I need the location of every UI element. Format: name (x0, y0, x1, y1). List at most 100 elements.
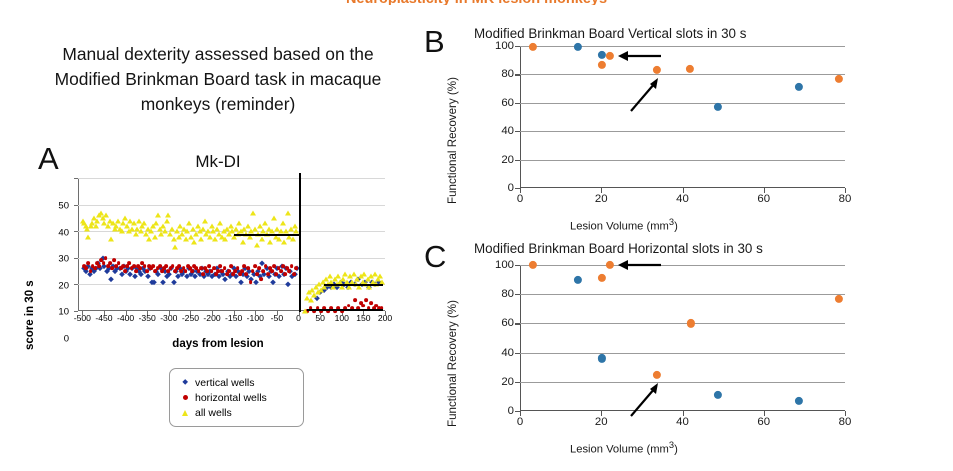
panel-a-data-point (336, 306, 341, 311)
data-point (606, 51, 615, 61)
panel-a-data-point (136, 263, 140, 268)
panel-a-data-point (350, 271, 357, 277)
panel-a-data-point (101, 220, 108, 226)
panel-a-data-point (319, 279, 326, 285)
panel-label-c: C (424, 239, 447, 274)
legend-triangle-marker (179, 409, 191, 416)
panel-a-data-point (374, 303, 379, 308)
x-tick-label: 0 (516, 416, 524, 428)
panel-a-data-point (175, 234, 182, 240)
panel-a-data-point (369, 301, 374, 305)
panel-a-data-point (285, 266, 290, 271)
panel-a-data-point (116, 261, 121, 266)
panel-a-gridline (78, 257, 385, 259)
panel-c-x-label-tail: ) (674, 443, 678, 456)
data-point (834, 294, 843, 303)
panel-a-data-point (163, 218, 170, 224)
panel-a-x-tick-label: -200 (203, 313, 221, 323)
panel-a-data-point (129, 226, 136, 232)
panel-b-x-label-base: Lesion Volume (mm (570, 220, 669, 233)
panel-a-data-point (190, 269, 195, 273)
panel-a-data-point (349, 279, 356, 285)
panel-a-data-point (172, 269, 177, 273)
panel-a-data-point (151, 263, 156, 268)
panel-a-data-point (258, 236, 265, 242)
panel-a-x-tick-label: 100 (334, 313, 349, 323)
panel-y-tick (515, 411, 520, 413)
panel-y-tick (515, 352, 520, 354)
panel-y-tick (515, 74, 520, 76)
panel-a-data-point (82, 223, 89, 229)
panel-gridline (520, 323, 845, 325)
panel-label-b: B (424, 24, 445, 59)
panel-a-y-tick-label: 40 (58, 227, 69, 239)
horizontal-arrow-icon (618, 50, 662, 61)
panel-b-x-axis-label: Lesion Volume (mm3) (570, 217, 678, 233)
panel-x-tick (763, 188, 765, 193)
horizontal-arrow-icon (617, 260, 661, 270)
panel-b-plot-area (515, 42, 847, 193)
panel-a-data-point (194, 223, 201, 229)
panel-a-data-point (108, 276, 114, 282)
panel-a-data-point (174, 228, 181, 234)
panel-a-data-point (127, 261, 132, 266)
panel-c-plot-area (515, 260, 847, 417)
panel-a-data-point (260, 228, 267, 234)
panel-a-gridline (78, 204, 385, 206)
panel-a-data-point (364, 298, 368, 303)
panel-a-data-point (177, 263, 182, 268)
panel-a-data-point (189, 226, 196, 232)
panel-a-data-point (125, 263, 130, 268)
panel-a-data-point (343, 279, 350, 285)
panel-a-data-point (101, 261, 106, 266)
panel-a-data-point (287, 269, 292, 273)
panel-a-x-tick-label: -100 (246, 313, 264, 323)
legend-diamond-marker (179, 379, 191, 386)
panel-a-data-point (196, 269, 201, 273)
panel-a-x-axis (78, 310, 385, 311)
panel-a-data-point (90, 215, 97, 221)
panel-a-data-point (253, 242, 260, 247)
panel-a-data-point (177, 223, 184, 229)
panel-a-data-point (137, 228, 144, 234)
panel-a-data-point (158, 231, 165, 237)
panel-a-data-point (286, 234, 293, 240)
panel-a-data-point (89, 220, 96, 226)
panel-a-data-point (118, 228, 125, 234)
panel-a-data-point (154, 212, 161, 218)
panel-a-data-point (111, 226, 118, 232)
panel-a-data-point (88, 269, 93, 273)
panel-a-data-point (216, 269, 220, 273)
panel-x-tick (601, 188, 603, 193)
panel-a-data-point (251, 226, 258, 232)
panel-gridline (520, 352, 845, 354)
panel-a-data-point (376, 273, 383, 279)
data-point (794, 83, 803, 92)
panel-x-tick (845, 188, 847, 193)
panel-a-data-point (207, 263, 212, 268)
panel-a-data-point (289, 236, 296, 242)
data-point (597, 61, 607, 70)
panel-gridline (520, 46, 845, 47)
panel-a-data-point (226, 269, 231, 273)
panel-a-data-point (311, 292, 318, 298)
panel-a-data-point (267, 239, 274, 245)
panel-a-x-tick (125, 311, 127, 315)
panel-a-data-point (331, 276, 338, 282)
panel-a-data-point (323, 276, 330, 282)
panel-a-x-tick (82, 311, 84, 315)
panel-a-data-point (229, 228, 236, 234)
panel-a-data-point (218, 234, 225, 240)
panel-a-data-point (193, 231, 200, 237)
panel-b-x-axis (520, 186, 845, 188)
panel-a-data-point (141, 220, 148, 226)
panel-a-data-point (148, 228, 155, 234)
panel-x-tick (682, 188, 684, 193)
panel-a-data-point (99, 258, 104, 263)
panel-a-x-tick (147, 311, 149, 315)
panel-a-data-point (259, 277, 264, 281)
panel-a-data-point (347, 273, 354, 279)
panel-a-data-point (199, 226, 206, 232)
panel-a-data-point (116, 226, 123, 232)
